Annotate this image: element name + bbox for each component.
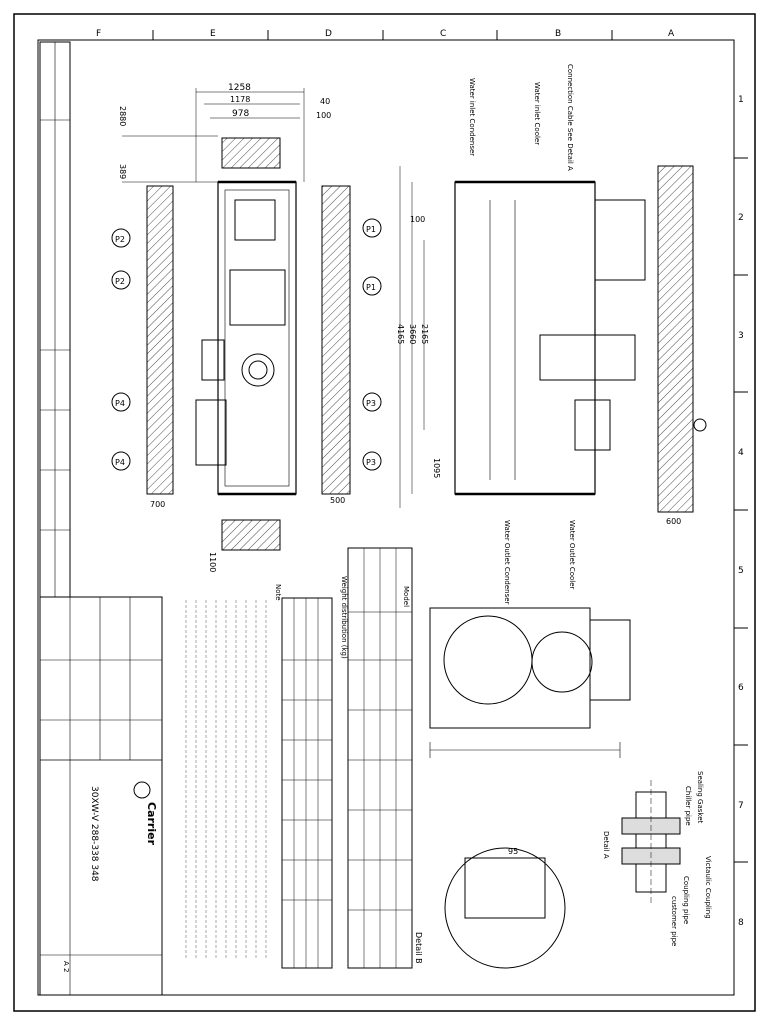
row-3: 3 (738, 331, 744, 341)
cooler-barrel (531, 631, 593, 693)
dim-1178: 1178 (230, 95, 250, 104)
row-7: 7 (738, 801, 744, 811)
notes-title: Note (274, 584, 282, 601)
callout-connection-cable: Connection Cable See Detail A (566, 64, 574, 171)
floor-support-right (321, 185, 351, 495)
p1-marker-2: P1 (366, 283, 376, 292)
col-f: F (96, 29, 101, 39)
model-table-header: Model (402, 586, 410, 607)
chiller-outline-top (217, 181, 297, 495)
detail-b-dim: 95 (508, 847, 518, 856)
p4-marker-1: P4 (115, 399, 125, 408)
sheet-size: A 2 (62, 961, 70, 972)
detail-a-victaulic: Victaulic Coupling (704, 856, 712, 919)
weight-table-header: Weight distribution (kg) (340, 576, 348, 659)
dim-40: 40 (320, 97, 330, 106)
p3-marker-2: P3 (366, 458, 376, 467)
dim-1258: 1258 (228, 83, 251, 93)
company-name: Carrier (145, 802, 158, 846)
detail-b: 95 Detail B (414, 847, 566, 969)
column-markers: F E D C B A (96, 29, 675, 40)
p1-marker-1: P1 (366, 225, 376, 234)
title-block: Carrier 30XW-V 288-338 348 A 2 (39, 596, 163, 996)
detail-a-coupling-pipe: Coupling pipe (682, 876, 690, 924)
col-e: E (210, 29, 216, 39)
weight-table: Weight distribution (kg) (281, 576, 348, 969)
dim-389: 389 (118, 164, 127, 179)
p2-marker-1: P2 (115, 235, 125, 244)
callout-water-inlet-condenser: Water inlet Condenser (468, 78, 476, 156)
model-number: 30XW-V 288-338 348 (89, 786, 99, 882)
detail-a-customer-pipe: customer pipe (670, 896, 678, 946)
detail-a: Detail A Sealing Gasket Chiller pipe Vic… (602, 771, 712, 946)
end-view (429, 607, 631, 758)
p2-marker-2: P2 (115, 277, 125, 286)
inner-border (37, 39, 735, 996)
col-b: B (555, 29, 561, 39)
row-markers: 1 2 3 4 5 6 7 8 (734, 95, 748, 928)
dim-600: 600 (666, 517, 681, 526)
row-8: 8 (738, 918, 744, 928)
clearance-top (221, 137, 281, 169)
row-1: 1 (738, 95, 744, 105)
dim-500: 500 (330, 496, 345, 505)
row-4: 4 (738, 448, 744, 458)
dim-1100: 1100 (208, 552, 217, 572)
chiller-outline-side (454, 181, 596, 495)
col-c: C (440, 29, 446, 39)
row-5: 5 (738, 566, 744, 576)
row-2: 2 (738, 213, 744, 223)
detail-a-chiller-pipe: Chiller pipe (684, 786, 692, 826)
detail-b-label: Detail B (414, 932, 423, 964)
callout-water-inlet-cooler: Water inlet Cooler (533, 82, 541, 145)
clearance-bottom (221, 519, 281, 551)
dim-100: 100 (316, 111, 331, 120)
side-view: 100 2165 3660 4165 1095 600 Water inlet … (396, 64, 707, 605)
dim-700: 700 (150, 500, 165, 509)
notes: Note (185, 584, 282, 960)
detail-a-label: Detail A (602, 831, 610, 859)
detail-a-gasket: Sealing Gasket (696, 771, 704, 824)
dim-978: 978 (232, 109, 249, 119)
col-d: D (325, 29, 332, 39)
floor-support-side (657, 165, 694, 513)
model-table: Model (347, 547, 413, 969)
dim-side-1095: 1095 (432, 458, 441, 478)
p4-marker-2: P4 (115, 458, 125, 467)
carrier-logo-icon (133, 781, 151, 799)
dim-side-3660: 3660 (408, 324, 417, 344)
col-a: A (668, 29, 675, 39)
outer-border (13, 13, 756, 1012)
dim-side-100: 100 (410, 215, 425, 224)
p3-marker-1: P3 (366, 399, 376, 408)
condenser-barrel (443, 615, 533, 705)
callout-water-outlet-cooler: Water Outlet Cooler (568, 520, 576, 590)
dim-2880: 2880 (118, 106, 127, 126)
floor-support-left (146, 185, 174, 495)
top-view: 1258 1178 978 40 100 2880 389 700 500 11… (111, 83, 382, 572)
compressor (234, 199, 276, 241)
dim-side-4165: 4165 (396, 324, 405, 344)
revision-strip (39, 41, 71, 598)
dim-side-2165: 2165 (420, 324, 429, 344)
flange (241, 353, 275, 387)
row-6: 6 (738, 683, 744, 693)
callout-water-outlet-condenser: Water Outlet Condenser (503, 520, 511, 605)
